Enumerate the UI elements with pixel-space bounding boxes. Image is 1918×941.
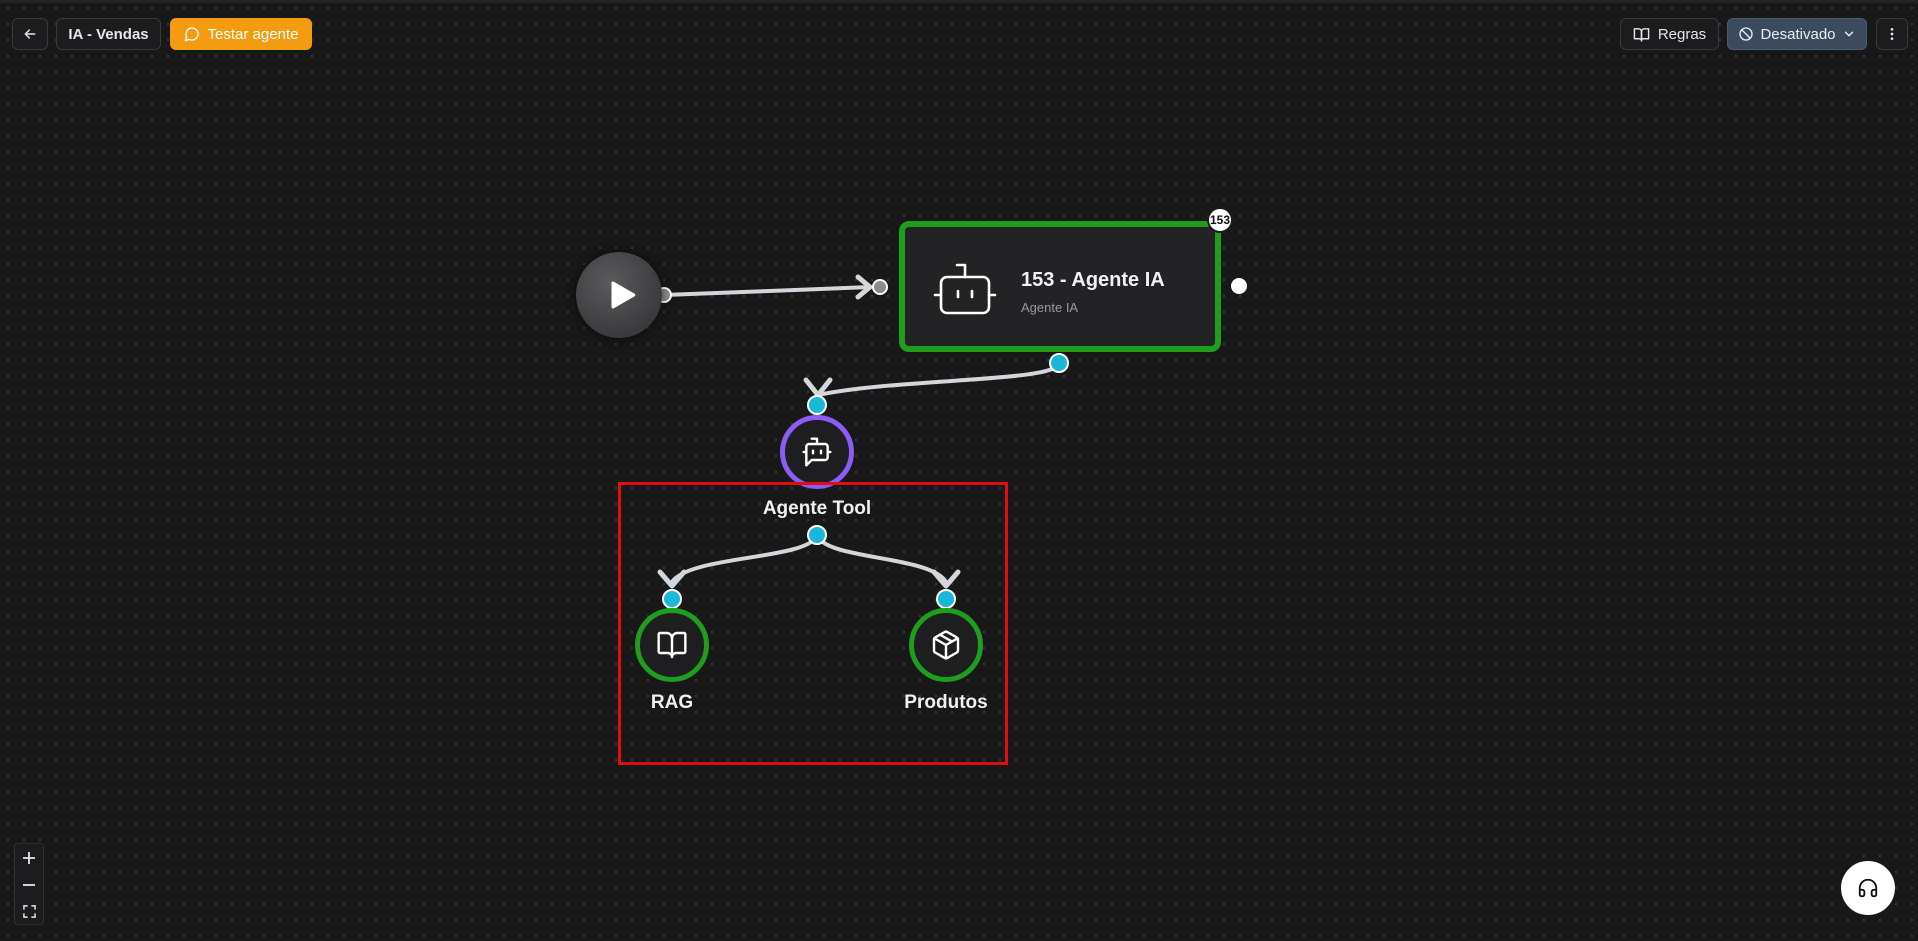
ban-icon	[1739, 27, 1754, 41]
minus-icon	[23, 883, 35, 886]
node-subtitle: Agente IA	[1021, 300, 1079, 315]
agent-ia-node[interactable]: 153 - Agente IA Agente IA	[899, 221, 1221, 352]
rag-label: RAG	[650, 692, 694, 713]
handle-tool-in[interactable]	[807, 395, 827, 415]
book-open-icon	[657, 631, 687, 659]
top-border	[0, 0, 1918, 3]
node-count-badge: 153	[1207, 207, 1233, 233]
test-agent-button[interactable]: Testar agente	[170, 18, 312, 50]
play-icon	[611, 281, 636, 309]
status-dropdown[interactable]: Desativado	[1727, 18, 1867, 50]
support-button[interactable]	[1841, 861, 1895, 915]
arrow-head-rag	[657, 569, 687, 589]
chevron-down-icon	[1844, 31, 1853, 37]
fit-view-button[interactable]	[15, 898, 43, 925]
arrow-head-products	[931, 569, 961, 589]
book-open-icon	[1633, 27, 1650, 42]
rules-label: Regras	[1657, 25, 1707, 43]
package-icon	[932, 630, 960, 660]
workflow-name[interactable]: IA - Vendas	[56, 18, 161, 50]
fullscreen-icon	[22, 905, 36, 918]
status-label: Desativado	[1760, 25, 1836, 43]
zoom-out-button[interactable]	[15, 871, 43, 898]
workflow-name-label: IA - Vendas	[68, 25, 149, 43]
handle-agent-in[interactable]	[872, 279, 888, 295]
handle-agent-bottom[interactable]	[1049, 353, 1069, 373]
node-title: 153 - Agente IA	[1021, 269, 1165, 291]
handle-agent-right[interactable]	[1231, 278, 1247, 294]
zoom-in-button[interactable]	[15, 844, 43, 871]
rag-node[interactable]	[635, 608, 709, 682]
start-node[interactable]	[576, 252, 662, 338]
handle-tool-out[interactable]	[807, 525, 827, 545]
arrow-left-icon	[24, 29, 36, 39]
bot-message-icon	[802, 437, 832, 467]
test-agent-label: Testar agente	[207, 25, 299, 43]
plus-icon	[23, 851, 35, 864]
products-label: Produtos	[904, 692, 988, 713]
arrow-head-tool	[803, 377, 833, 398]
arrow-head-agent	[855, 274, 873, 300]
rules-button[interactable]: Regras	[1620, 18, 1719, 50]
robot-icon	[933, 263, 997, 315]
edge-start-to-agent	[662, 285, 872, 297]
agent-tool-label: Agente Tool	[762, 498, 872, 519]
more-vertical-icon	[1890, 28, 1894, 40]
agent-tool-node[interactable]	[780, 415, 854, 489]
message-circle-icon	[184, 27, 199, 42]
edge-agent-to-tool	[816, 361, 1061, 397]
back-button[interactable]	[12, 18, 48, 50]
more-options-button[interactable]	[1876, 18, 1908, 50]
selection-box	[618, 482, 1008, 765]
headset-icon	[1858, 878, 1878, 898]
zoom-controls	[14, 843, 44, 925]
products-node[interactable]	[909, 608, 983, 682]
